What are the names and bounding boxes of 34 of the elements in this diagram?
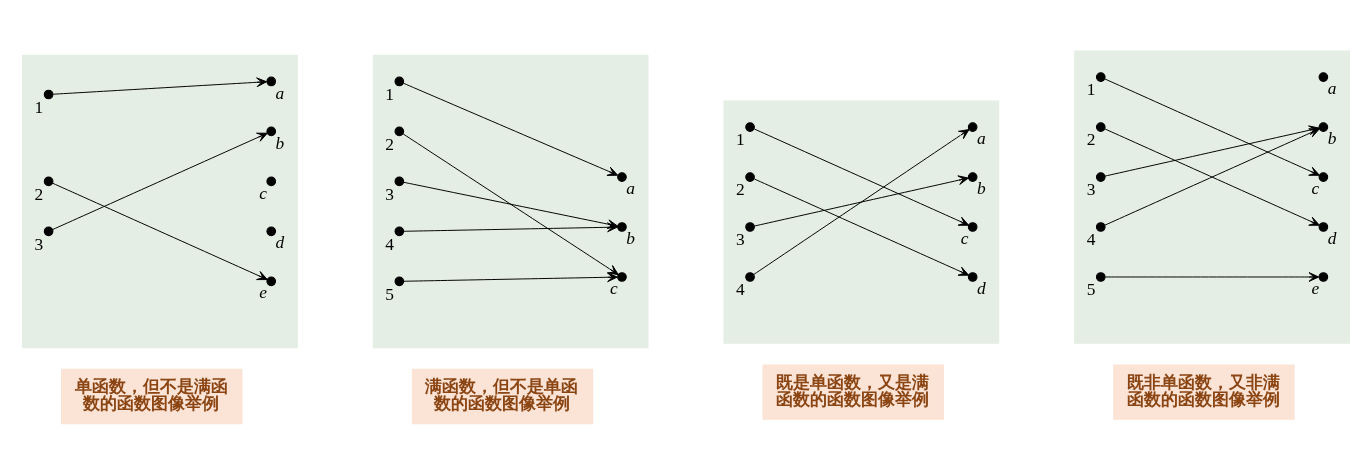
node-label: 3 <box>735 230 745 250</box>
node-label: d <box>976 279 986 299</box>
node-label: 4 <box>1086 230 1096 250</box>
node-label: b <box>626 229 635 249</box>
node-label: e <box>259 283 268 303</box>
node-label: b <box>275 133 285 153</box>
node-label: a <box>275 83 285 103</box>
node-label: a <box>976 129 986 149</box>
node-label: c <box>259 183 268 203</box>
node-label: 5 <box>385 284 394 304</box>
node-label: 2 <box>385 134 394 154</box>
node-label: a <box>1327 79 1337 99</box>
node-label: d <box>1327 229 1337 249</box>
node-label: 3 <box>34 234 44 254</box>
node-label: a <box>626 179 635 199</box>
node-label: 4 <box>735 280 745 300</box>
node-label: 2 <box>1086 130 1096 150</box>
node-label: e <box>1311 279 1320 299</box>
node-label: c <box>610 279 618 299</box>
node-label: 1 <box>385 84 394 104</box>
node-label: 3 <box>1086 180 1096 200</box>
node-label: 3 <box>385 184 394 204</box>
node-label: 4 <box>385 234 394 254</box>
node-label: d <box>275 233 285 253</box>
node-label: 1 <box>1086 80 1096 100</box>
node-label: 5 <box>1086 280 1096 300</box>
node-label: 2 <box>34 184 44 204</box>
node-label: 1 <box>735 130 745 150</box>
node-label: 2 <box>735 180 745 200</box>
node-label: c <box>1311 179 1320 199</box>
node-label: b <box>1327 129 1337 149</box>
node-label: 1 <box>34 97 44 117</box>
node-label: c <box>960 229 969 249</box>
node-label: b <box>976 179 986 199</box>
